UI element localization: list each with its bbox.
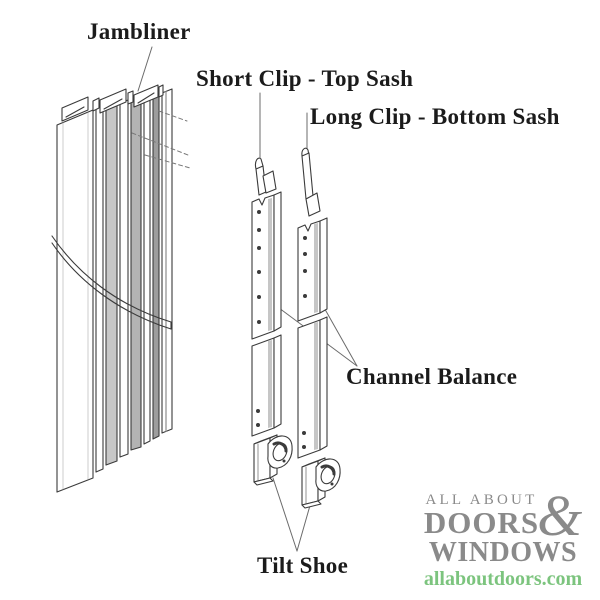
logo-all-about-text: ALL ABOUT [425, 492, 538, 508]
label-short-clip-top-sash: Short Clip - Top Sash [196, 66, 414, 91]
logo-ampersand: & [537, 482, 583, 548]
logo-doors-text: DOORS [423, 505, 540, 541]
logo-windows-text: WINDOWS [428, 536, 578, 568]
logo-main-rows: ALL ABOUT DOORS & [412, 482, 594, 548]
long-clip-drawing [301, 147, 321, 217]
channel-balance-right-drawing [297, 217, 328, 459]
label-long-clip-bottom-sash: Long Clip - Bottom Sash [310, 104, 560, 129]
logo-website-text: allaboutdoors.com [423, 567, 583, 590]
logo-left-column: ALL ABOUT DOORS [424, 492, 539, 538]
short-clip-drawing [254, 157, 277, 196]
leader-tilt-shoe-left [272, 477, 298, 552]
dashed-projection-lines [131, 110, 191, 169]
all-about-doors-windows-logo: ALL ABOUT DOORS & WINDOWS allaboutdoors.… [412, 482, 594, 590]
leader-jambliner [137, 46, 153, 92]
leader-channel-balance-right [321, 303, 358, 367]
jambliner-strap-band [51, 235, 172, 330]
label-channel-balance: Channel Balance [346, 364, 518, 389]
leader-tilt-shoe-right [296, 501, 312, 552]
jambliner-top-profile [61, 84, 164, 122]
tilt-shoe-left-drawing [253, 434, 293, 486]
label-tilt-shoe: Tilt Shoe [257, 553, 349, 578]
jambliner-drawing [51, 84, 191, 493]
tilt-shoe-right-drawing [301, 457, 341, 509]
channel-balance-left-drawing [251, 191, 282, 437]
label-jambliner: Jambliner [87, 19, 191, 44]
